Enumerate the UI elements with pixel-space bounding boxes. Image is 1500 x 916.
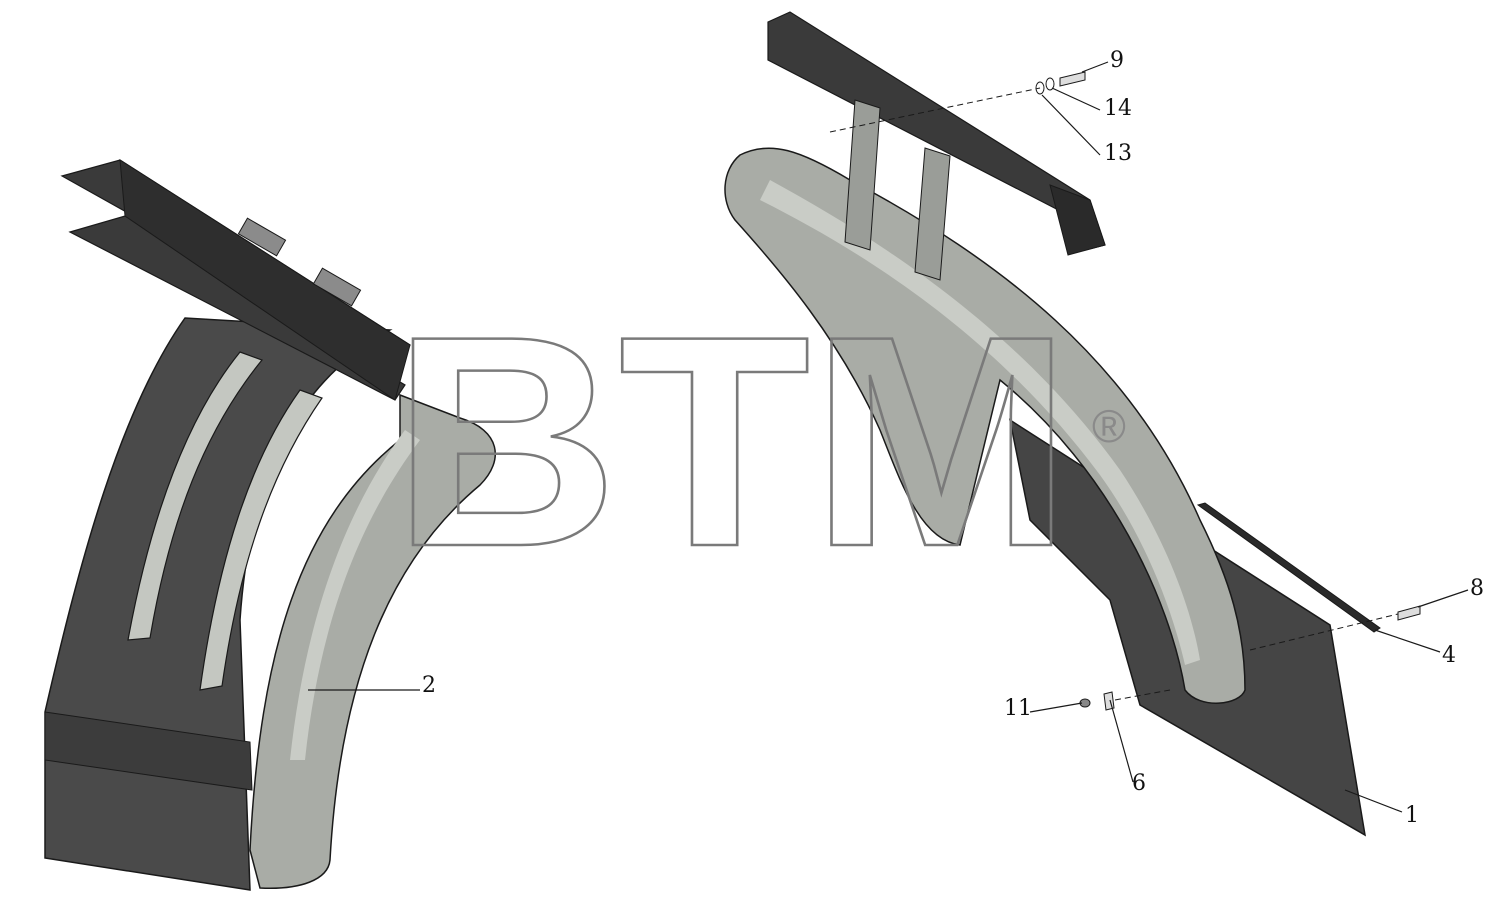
right-frame-channel [1049,184,1106,256]
bolt-group-bottom [1079,691,1115,711]
callout-4: 4 [1442,643,1456,668]
left-frame-rail-bottom [68,215,406,401]
callout-1: 1 [1405,803,1419,828]
callout-2: 2 [422,673,436,698]
bolt-group-top [1035,71,1086,95]
callout-labels: 9 14 13 8 4 11 6 1 2 [422,48,1484,828]
bolt-right [1397,605,1421,621]
left-fender-arc [249,393,496,889]
callout-13: 13 [1104,141,1132,166]
callout-6: 6 [1132,771,1146,796]
right-bracket-2 [914,147,951,281]
left-fender-assembly [44,159,496,891]
leader-lines [308,61,1469,813]
callout-11: 11 [1004,696,1032,721]
left-slot-2 [199,389,323,691]
right-bracket-1 [844,99,881,251]
right-fender-arc [724,147,1246,704]
left-bracket-2 [312,267,362,307]
right-fender-assembly [724,11,1421,837]
watermark-registered: ® [1092,400,1126,452]
left-fender-highlight [290,430,420,760]
callout-9: 9 [1110,48,1124,73]
watermark-text: BTM [392,273,1072,609]
watermark: BTM ® [391,272,1126,611]
callout-8: 8 [1470,576,1484,601]
left-bottom-strip [44,711,253,791]
left-slot-1 [127,351,263,641]
left-bracket-1 [237,217,287,257]
right-strip [1196,502,1381,633]
callout-14: 14 [1104,96,1132,121]
